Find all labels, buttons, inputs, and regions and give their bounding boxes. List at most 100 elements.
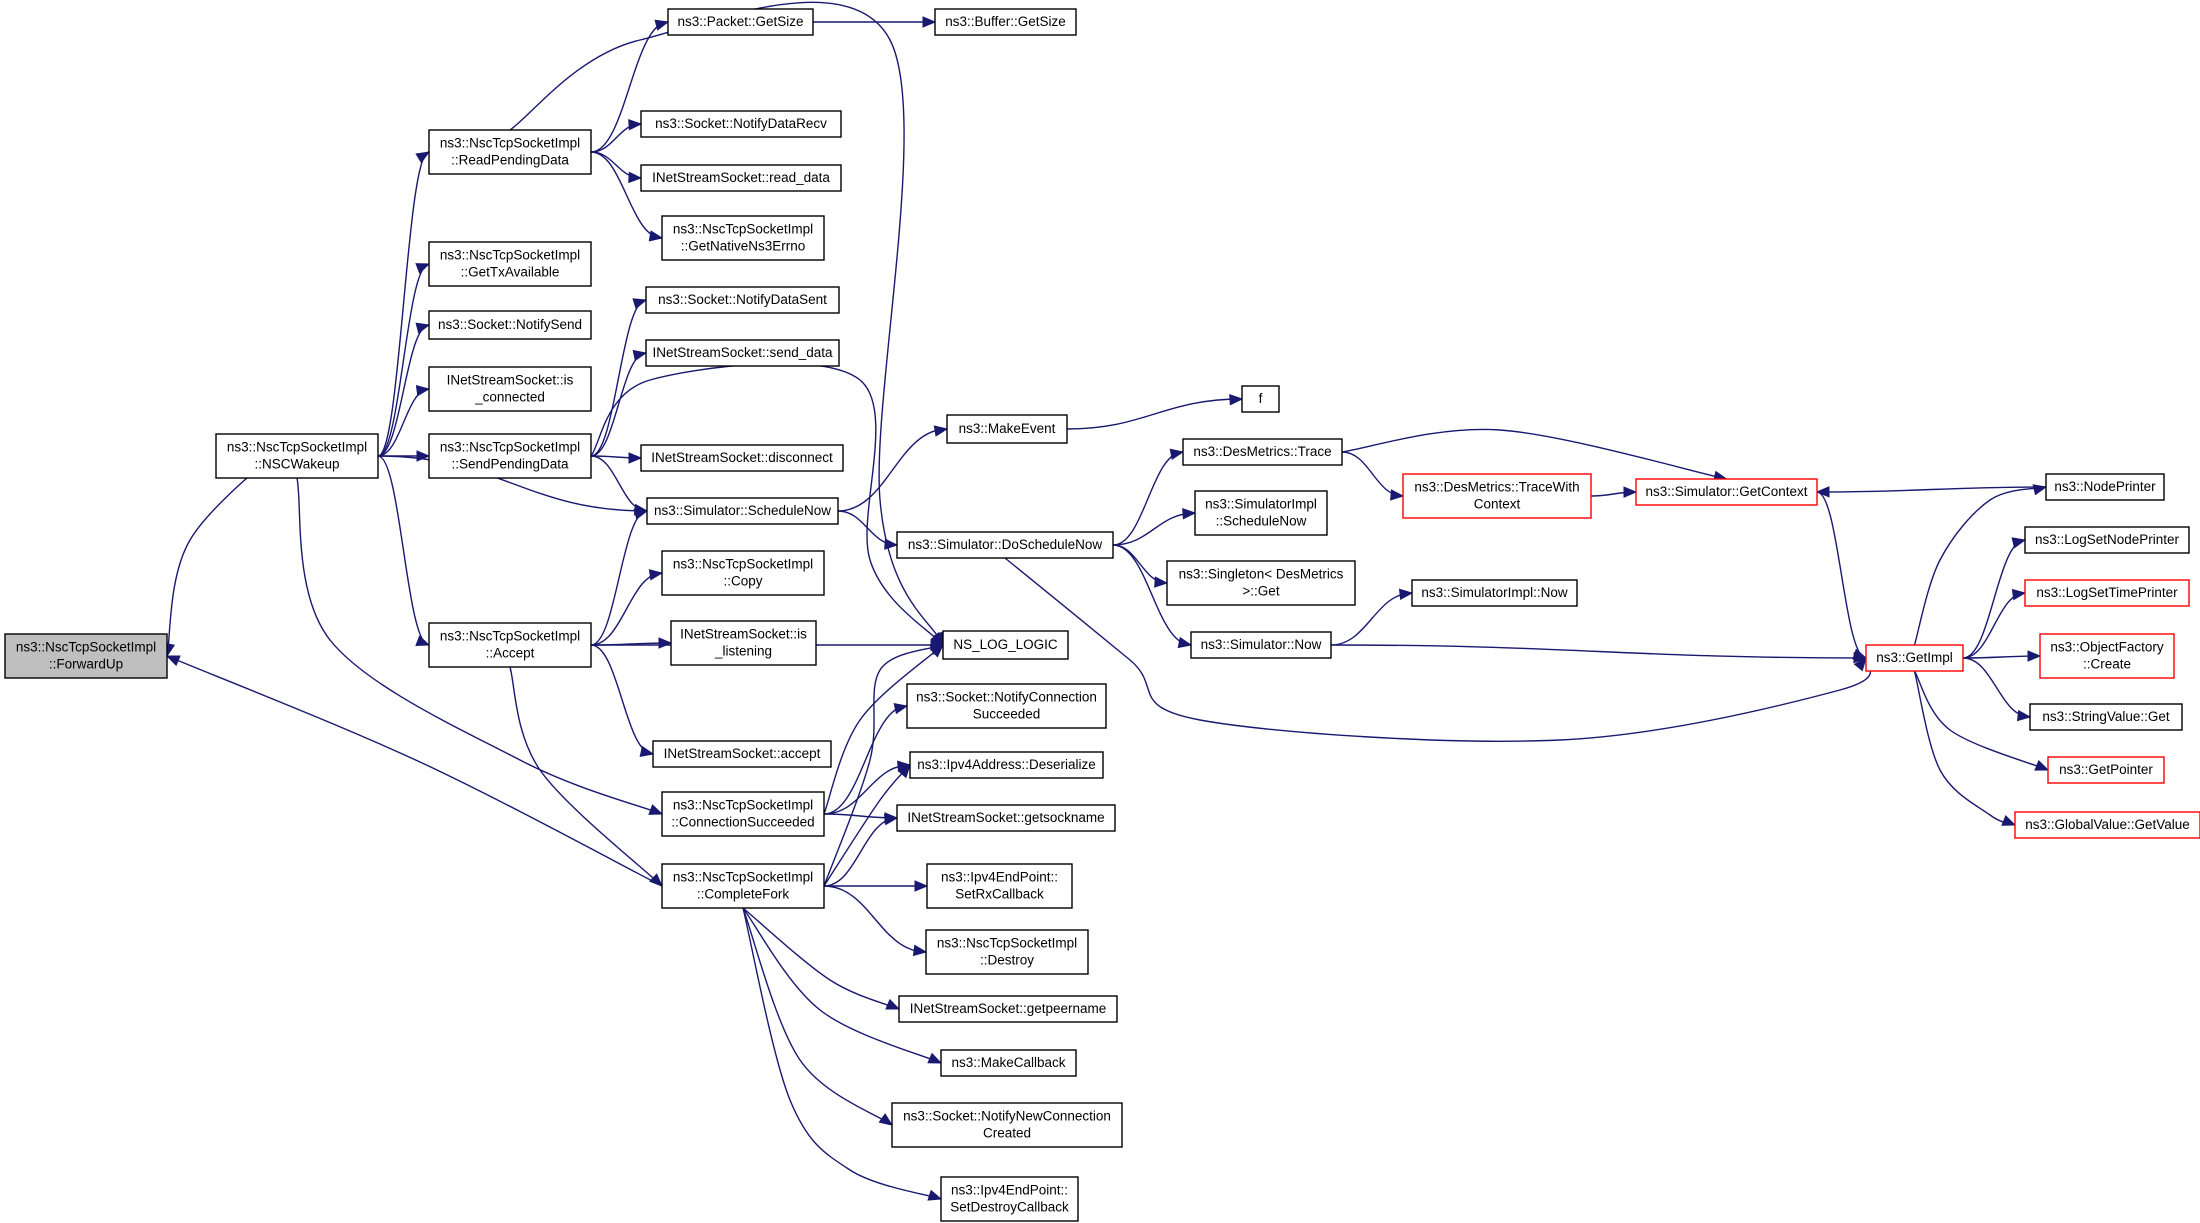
- node-copy[interactable]: ns3::NscTcpSocketImpl::Copy: [661, 550, 825, 596]
- node-box: [645, 339, 840, 367]
- arrowhead: [893, 703, 909, 715]
- edge-line: [166, 655, 663, 887]
- node-notifydatarecv[interactable]: ns3::Socket::NotifyDataRecv: [640, 110, 842, 138]
- edge-line: [377, 455, 648, 512]
- node-gettxavail[interactable]: ns3::NscTcpSocketImpl::GetTxAvailable: [428, 241, 592, 287]
- node-getimpl[interactable]: ns3::GetImpl: [1865, 644, 1964, 672]
- node-setrxcallback[interactable]: ns3::Ipv4EndPoint::SetRxCallback: [926, 863, 1073, 909]
- node-box: [926, 863, 1073, 909]
- node-packetgetsize[interactable]: ns3::Packet::GetSize: [667, 8, 814, 36]
- node-islistening[interactable]: INetStreamSocket::is_listening: [670, 620, 817, 666]
- node-box: [942, 630, 1069, 660]
- node-readdata[interactable]: INetStreamSocket::read_data: [640, 164, 842, 192]
- node-disconnect[interactable]: INetStreamSocket::disconnect: [640, 444, 844, 472]
- edge-line: [1112, 451, 1184, 546]
- call-edge-tracewithcontext-to-getcontext: [1590, 486, 1638, 498]
- node-desmetricstrace[interactable]: ns3::DesMetrics::Trace: [1182, 438, 1343, 466]
- node-setdestroycb[interactable]: ns3::Ipv4EndPoint::SetDestroyCallback: [940, 1176, 1079, 1222]
- arrowhead: [933, 425, 949, 437]
- node-label: ns3::StringValue::Get: [2042, 709, 2170, 724]
- node-getpeername[interactable]: INetStreamSocket::getpeername: [898, 995, 1118, 1023]
- node-nslog[interactable]: NS_LOG_LOGIC: [942, 630, 1069, 660]
- node-completefork[interactable]: ns3::NscTcpSocketImpl::CompleteFork: [661, 863, 825, 909]
- node-label: ns3::Socket::NotifyDataSent: [658, 292, 827, 307]
- node-label: ::GetNativeNs3Errno: [681, 239, 806, 254]
- arrowhead: [2032, 484, 2048, 496]
- node-deserialize[interactable]: ns3::Ipv4Address::Deserialize: [909, 751, 1104, 779]
- node-getnativeerrno[interactable]: ns3::NscTcpSocketImpl::GetNativeNs3Errno: [661, 215, 825, 261]
- node-schedulenow[interactable]: ns3::Simulator::ScheduleNow: [646, 497, 839, 525]
- arrowhead: [883, 813, 899, 826]
- node-simimplnow[interactable]: ns3::SimulatorImpl::Now: [1411, 579, 1578, 607]
- node-globalvalueget[interactable]: ns3::GlobalValue::GetValue: [2014, 811, 2200, 839]
- node-makecallback[interactable]: ns3::MakeCallback: [940, 1049, 1077, 1077]
- node-isconnected[interactable]: INetStreamSocket::is_connected: [428, 366, 592, 412]
- call-edge-getimpl-to-nodeprinter: [1913, 484, 2048, 646]
- arrowhead: [632, 349, 648, 362]
- node-senddata[interactable]: INetStreamSocket::send_data: [645, 339, 840, 367]
- call-edge-nscwakeup-to-gettxavail: [377, 263, 431, 457]
- node-label: ns3::Ipv4EndPoint::: [951, 1183, 1068, 1198]
- node-nscwakeup[interactable]: ns3::NscTcpSocketImpl::NSCWakeup: [215, 433, 379, 479]
- arrowhead: [1398, 588, 1414, 601]
- call-edge-readpending-to-packetgetsize: [590, 19, 670, 153]
- edge-line: [590, 572, 663, 646]
- node-label: f: [1259, 391, 1263, 406]
- node-simnow[interactable]: ns3::Simulator::Now: [1190, 631, 1332, 659]
- node-label: ns3::NscTcpSocketImpl: [440, 248, 580, 263]
- node-box: [2024, 526, 2190, 554]
- edge-line: [823, 644, 944, 815]
- node-label: ns3::GetPointer: [2059, 762, 2153, 777]
- node-f[interactable]: f: [1241, 385, 1280, 413]
- node-notifysend[interactable]: ns3::Socket::NotifySend: [428, 310, 592, 340]
- node-logsetnodeprinter[interactable]: ns3::LogSetNodePrinter: [2024, 526, 2190, 554]
- call-edge-readpending-to-notifydatarecv: [590, 118, 643, 153]
- node-sendpending[interactable]: ns3::NscTcpSocketImpl::SendPendingData: [428, 433, 592, 479]
- call-edge-completefork-to-getsockname: [823, 813, 899, 887]
- edge-line: [377, 263, 430, 457]
- node-label: ns3::Socket::NotifyConnection: [916, 690, 1097, 705]
- node-inetaccept[interactable]: INetStreamSocket::accept: [652, 740, 832, 768]
- node-label: INetStreamSocket::getsockname: [907, 810, 1104, 825]
- arrowhead: [1852, 648, 1868, 660]
- node-nodeprinter[interactable]: ns3::NodePrinter: [2045, 473, 2165, 501]
- node-accept[interactable]: ns3::NscTcpSocketImpl::Accept: [428, 622, 592, 668]
- node-logsettimeprinter[interactable]: ns3::LogSetTimePrinter: [2024, 579, 2190, 607]
- node-destroy[interactable]: ns3::NscTcpSocketImpl::Destroy: [925, 929, 1089, 975]
- node-box: [667, 8, 814, 36]
- node-getsockname[interactable]: INetStreamSocket::getsockname: [896, 804, 1116, 832]
- call-edge-connsucc-to-nslog: [823, 644, 944, 815]
- node-simimplschedulenow[interactable]: ns3::SimulatorImpl::ScheduleNow: [1194, 490, 1328, 536]
- node-label: ::ReadPendingData: [451, 153, 569, 168]
- node-label: ns3::Ipv4Address::Deserialize: [917, 757, 1096, 772]
- edge-line: [742, 907, 942, 1064]
- node-getcontext[interactable]: ns3::Simulator::GetContext: [1635, 478, 1818, 506]
- node-buffergetsize[interactable]: ns3::Buffer::GetSize: [934, 8, 1077, 36]
- edge-line: [1962, 539, 2026, 659]
- node-stringvalueget[interactable]: ns3::StringValue::Get: [2029, 703, 2183, 731]
- node-singletonget[interactable]: ns3::Singleton< DesMetrics>::Get: [1166, 560, 1356, 606]
- node-label: ns3::NscTcpSocketImpl: [673, 222, 813, 237]
- node-box: [661, 215, 825, 261]
- node-forwardup: ns3::NscTcpSocketImpl::ForwardUp: [4, 633, 168, 679]
- node-box: [1241, 385, 1280, 413]
- node-box: [661, 550, 825, 596]
- node-objfactorycreate[interactable]: ns3::ObjectFactory::Create: [2039, 633, 2175, 679]
- call-edge-nscwakeup-to-connsucc: [296, 477, 664, 815]
- node-readpending[interactable]: ns3::NscTcpSocketImpl::ReadPendingData: [428, 129, 592, 175]
- node-label: ns3::NscTcpSocketImpl: [673, 557, 813, 572]
- node-label: ns3::NscTcpSocketImpl: [937, 936, 1077, 951]
- node-box: [645, 286, 840, 314]
- node-getpointer[interactable]: ns3::GetPointer: [2047, 756, 2165, 784]
- node-notifydatasent[interactable]: ns3::Socket::NotifyDataSent: [645, 286, 840, 314]
- node-label: NS_LOG_LOGIC: [953, 637, 1058, 652]
- node-makeevent[interactable]: ns3::MakeEvent: [946, 414, 1068, 444]
- node-box: [646, 497, 839, 525]
- node-doschedulenow[interactable]: ns3::Simulator::DoScheduleNow: [896, 531, 1114, 559]
- node-label: >::Get: [1242, 584, 1279, 599]
- node-connsucc[interactable]: ns3::NscTcpSocketImpl::ConnectionSucceed…: [661, 791, 825, 837]
- node-box: [1190, 631, 1332, 659]
